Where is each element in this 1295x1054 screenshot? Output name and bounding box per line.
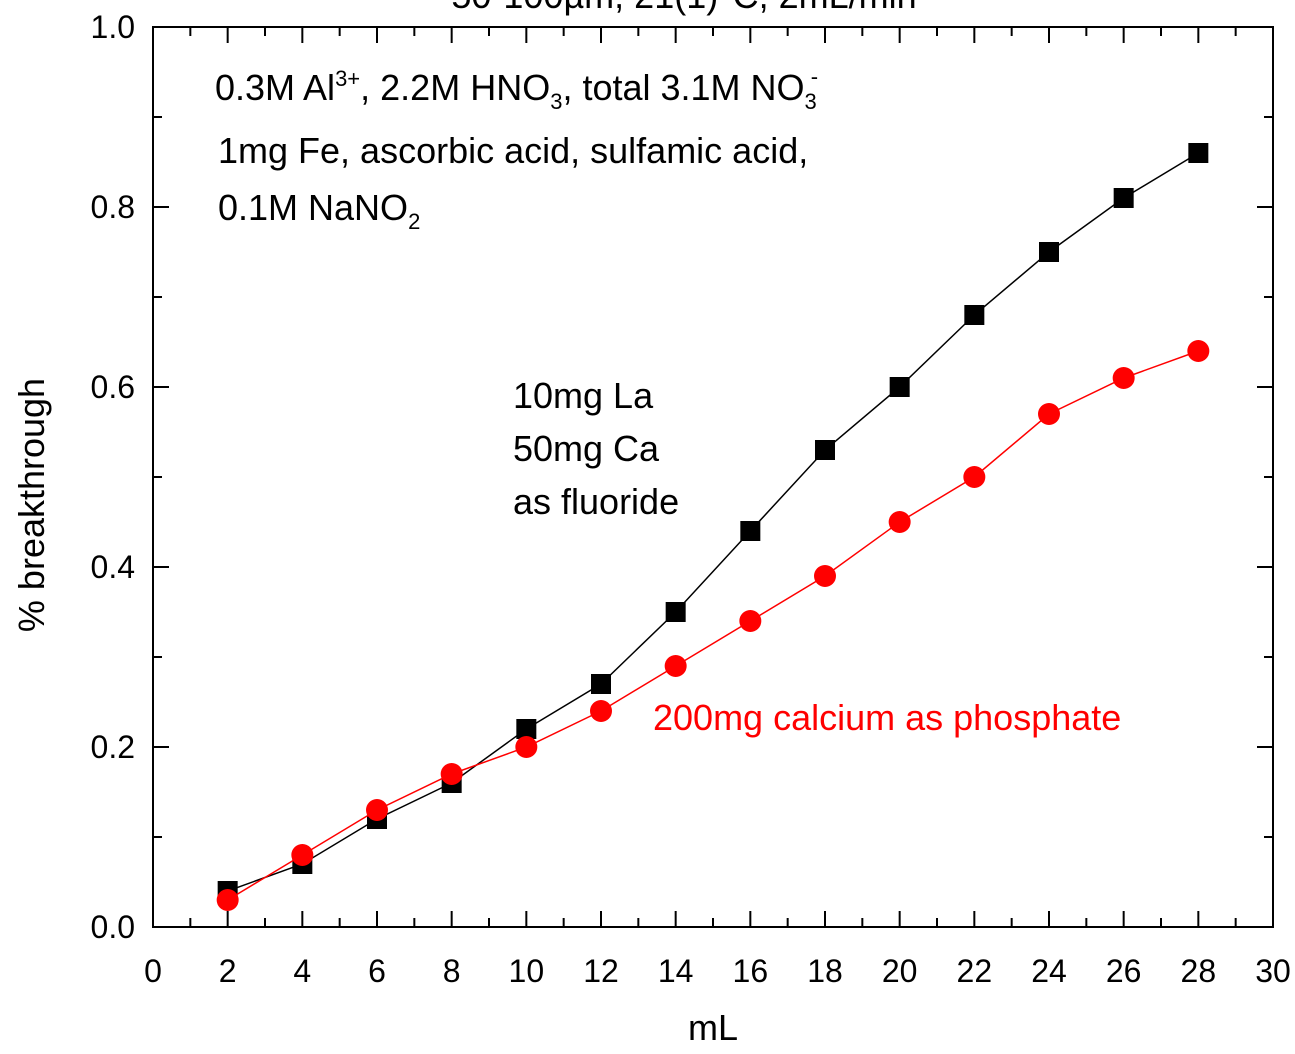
series-1-point <box>216 889 239 911</box>
axis-ticks <box>152 26 1274 928</box>
y-tick-label: 1.0 <box>91 9 135 45</box>
series-1-point <box>963 466 986 488</box>
annotation-conditions-line2: 1mg Fe, ascorbic acid, sulfamic acid, <box>218 130 808 171</box>
series-1-point <box>814 565 836 587</box>
series-1-line <box>227 350 1199 901</box>
series-1-point <box>664 655 687 677</box>
series-1-point <box>888 511 911 533</box>
y-tick-label: 0.8 <box>91 189 135 225</box>
annotation-red-label: 200mg calcium as phosphate <box>653 697 1121 738</box>
y-tick-label: 0.0 <box>91 909 135 945</box>
x-tick-label: 18 <box>807 953 843 989</box>
chart-title: 50-100µm, 21(1)°C, 2mL/min <box>451 0 916 16</box>
x-tick-label: 0 <box>144 953 162 989</box>
y-tick-label: 0.4 <box>91 549 135 585</box>
x-tick-label: 8 <box>443 953 461 989</box>
series-0-point <box>740 521 761 541</box>
series-1-point <box>440 763 463 785</box>
x-tick-label: 26 <box>1106 953 1142 989</box>
x-tick-label: 24 <box>1031 953 1067 989</box>
series-0-point <box>591 674 611 694</box>
series-1-point <box>1187 340 1210 362</box>
series-1-point <box>515 736 538 758</box>
x-tick-label: 6 <box>368 953 386 989</box>
x-tick-label: 2 <box>219 953 237 989</box>
annotation-conditions-line1: 0.3M Al3+, 2.2M HNO3, total 3.1M NO3- <box>215 64 818 114</box>
series-1-point <box>590 700 612 722</box>
x-tick-label: 12 <box>583 953 619 989</box>
y-tick-label: 0.6 <box>91 369 135 405</box>
series-1-point <box>739 610 762 632</box>
series-0-point <box>1113 188 1134 208</box>
x-tick-label: 16 <box>733 953 769 989</box>
series-1-point <box>366 799 388 821</box>
annotation-black-label-2: 50mg Ca <box>513 428 660 469</box>
series-group <box>216 143 1210 911</box>
x-tick-label: 20 <box>882 953 918 989</box>
series-0-point <box>964 305 985 325</box>
x-tick-label: 28 <box>1181 953 1217 989</box>
annotation-conditions-line3: 0.1M NaNO2 <box>218 187 420 234</box>
x-tick-label: 14 <box>658 953 694 989</box>
series-0-line <box>227 152 1199 892</box>
x-tick-label: 4 <box>293 953 311 989</box>
series-0-point <box>815 440 835 460</box>
annotation-black-label-1: 10mg La <box>513 375 654 416</box>
x-tick-label: 30 <box>1255 953 1291 989</box>
x-tick-label: 10 <box>509 953 545 989</box>
y-tick-label: 0.2 <box>91 729 135 765</box>
series-0-point <box>1188 143 1209 163</box>
y-tick-labels: 0.0 0.2 0.4 0.6 0.8 1.0 <box>91 9 135 945</box>
series-0-point <box>889 377 910 397</box>
series-1-point <box>291 844 314 866</box>
x-axis-label: mL <box>688 1007 738 1048</box>
series-1-point <box>1112 367 1135 389</box>
x-tick-label: 22 <box>957 953 993 989</box>
series-1-point <box>1038 403 1060 425</box>
annotation-black-label-3: as fluoride <box>513 481 679 522</box>
y-axis-label: % breakthrough <box>11 378 52 632</box>
series-0-point <box>1039 242 1059 262</box>
series-0-point <box>516 719 537 739</box>
series-0-point <box>665 602 686 622</box>
